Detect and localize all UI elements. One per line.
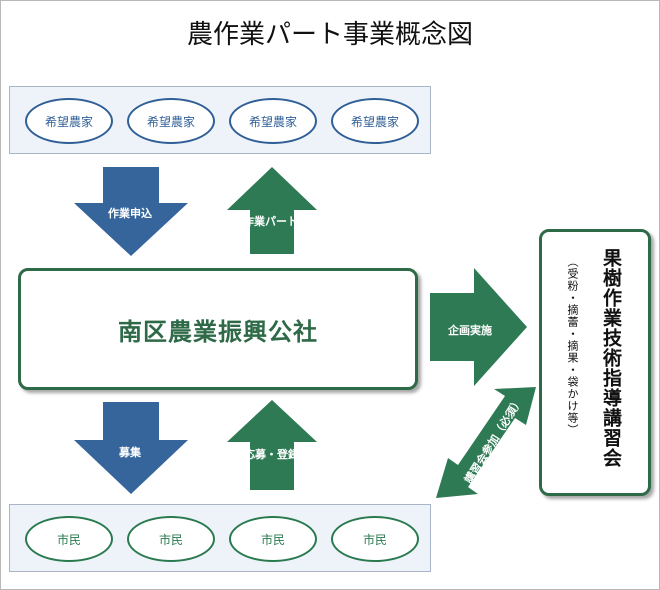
apply-arrow-label: 応募・登録 [244,448,299,461]
agri-promotion-corp-box: 南区農業振興公社 [18,268,418,390]
farmers-group: 希望農家 希望農家 希望農家 希望農家 [9,86,431,154]
part-work-arrow [227,167,317,254]
part-work-arrow-label: 作業パート [243,215,298,228]
citizens-group: 市民 市民 市民 市民 [9,504,431,572]
citizen-oval: 市民 [25,516,113,562]
recruit-arrow-label: 募集 [119,446,141,459]
citizen-oval: 市民 [229,516,317,562]
request-arrow-label: 作業申込 [108,207,152,220]
citizen-oval: 市民 [331,516,419,562]
training-session-box: 果樹作業技術指導講習会 （受粉・摘蕾・摘果・袋かけ等） [539,229,651,496]
citizen-oval: 市民 [127,516,215,562]
farmer-oval: 希望農家 [229,98,317,144]
training-session-subtitle: （受粉・摘蕾・摘果・袋かけ等） [566,256,579,436]
diagram-title: 農作業パート事業概念図 [186,20,473,50]
planning-arrow-label: 企画実施 [448,324,492,337]
planning-arrow [430,268,527,386]
farmer-oval: 希望農家 [127,98,215,144]
apply-arrow [227,400,317,490]
farmer-oval: 希望農家 [25,98,113,144]
recruit-arrow [74,402,188,494]
attendance-arrow [436,387,536,498]
training-session-title: 果樹作業技術指導講習会 [600,248,622,468]
request-arrow [74,167,188,256]
farmer-oval: 希望農家 [331,98,419,144]
